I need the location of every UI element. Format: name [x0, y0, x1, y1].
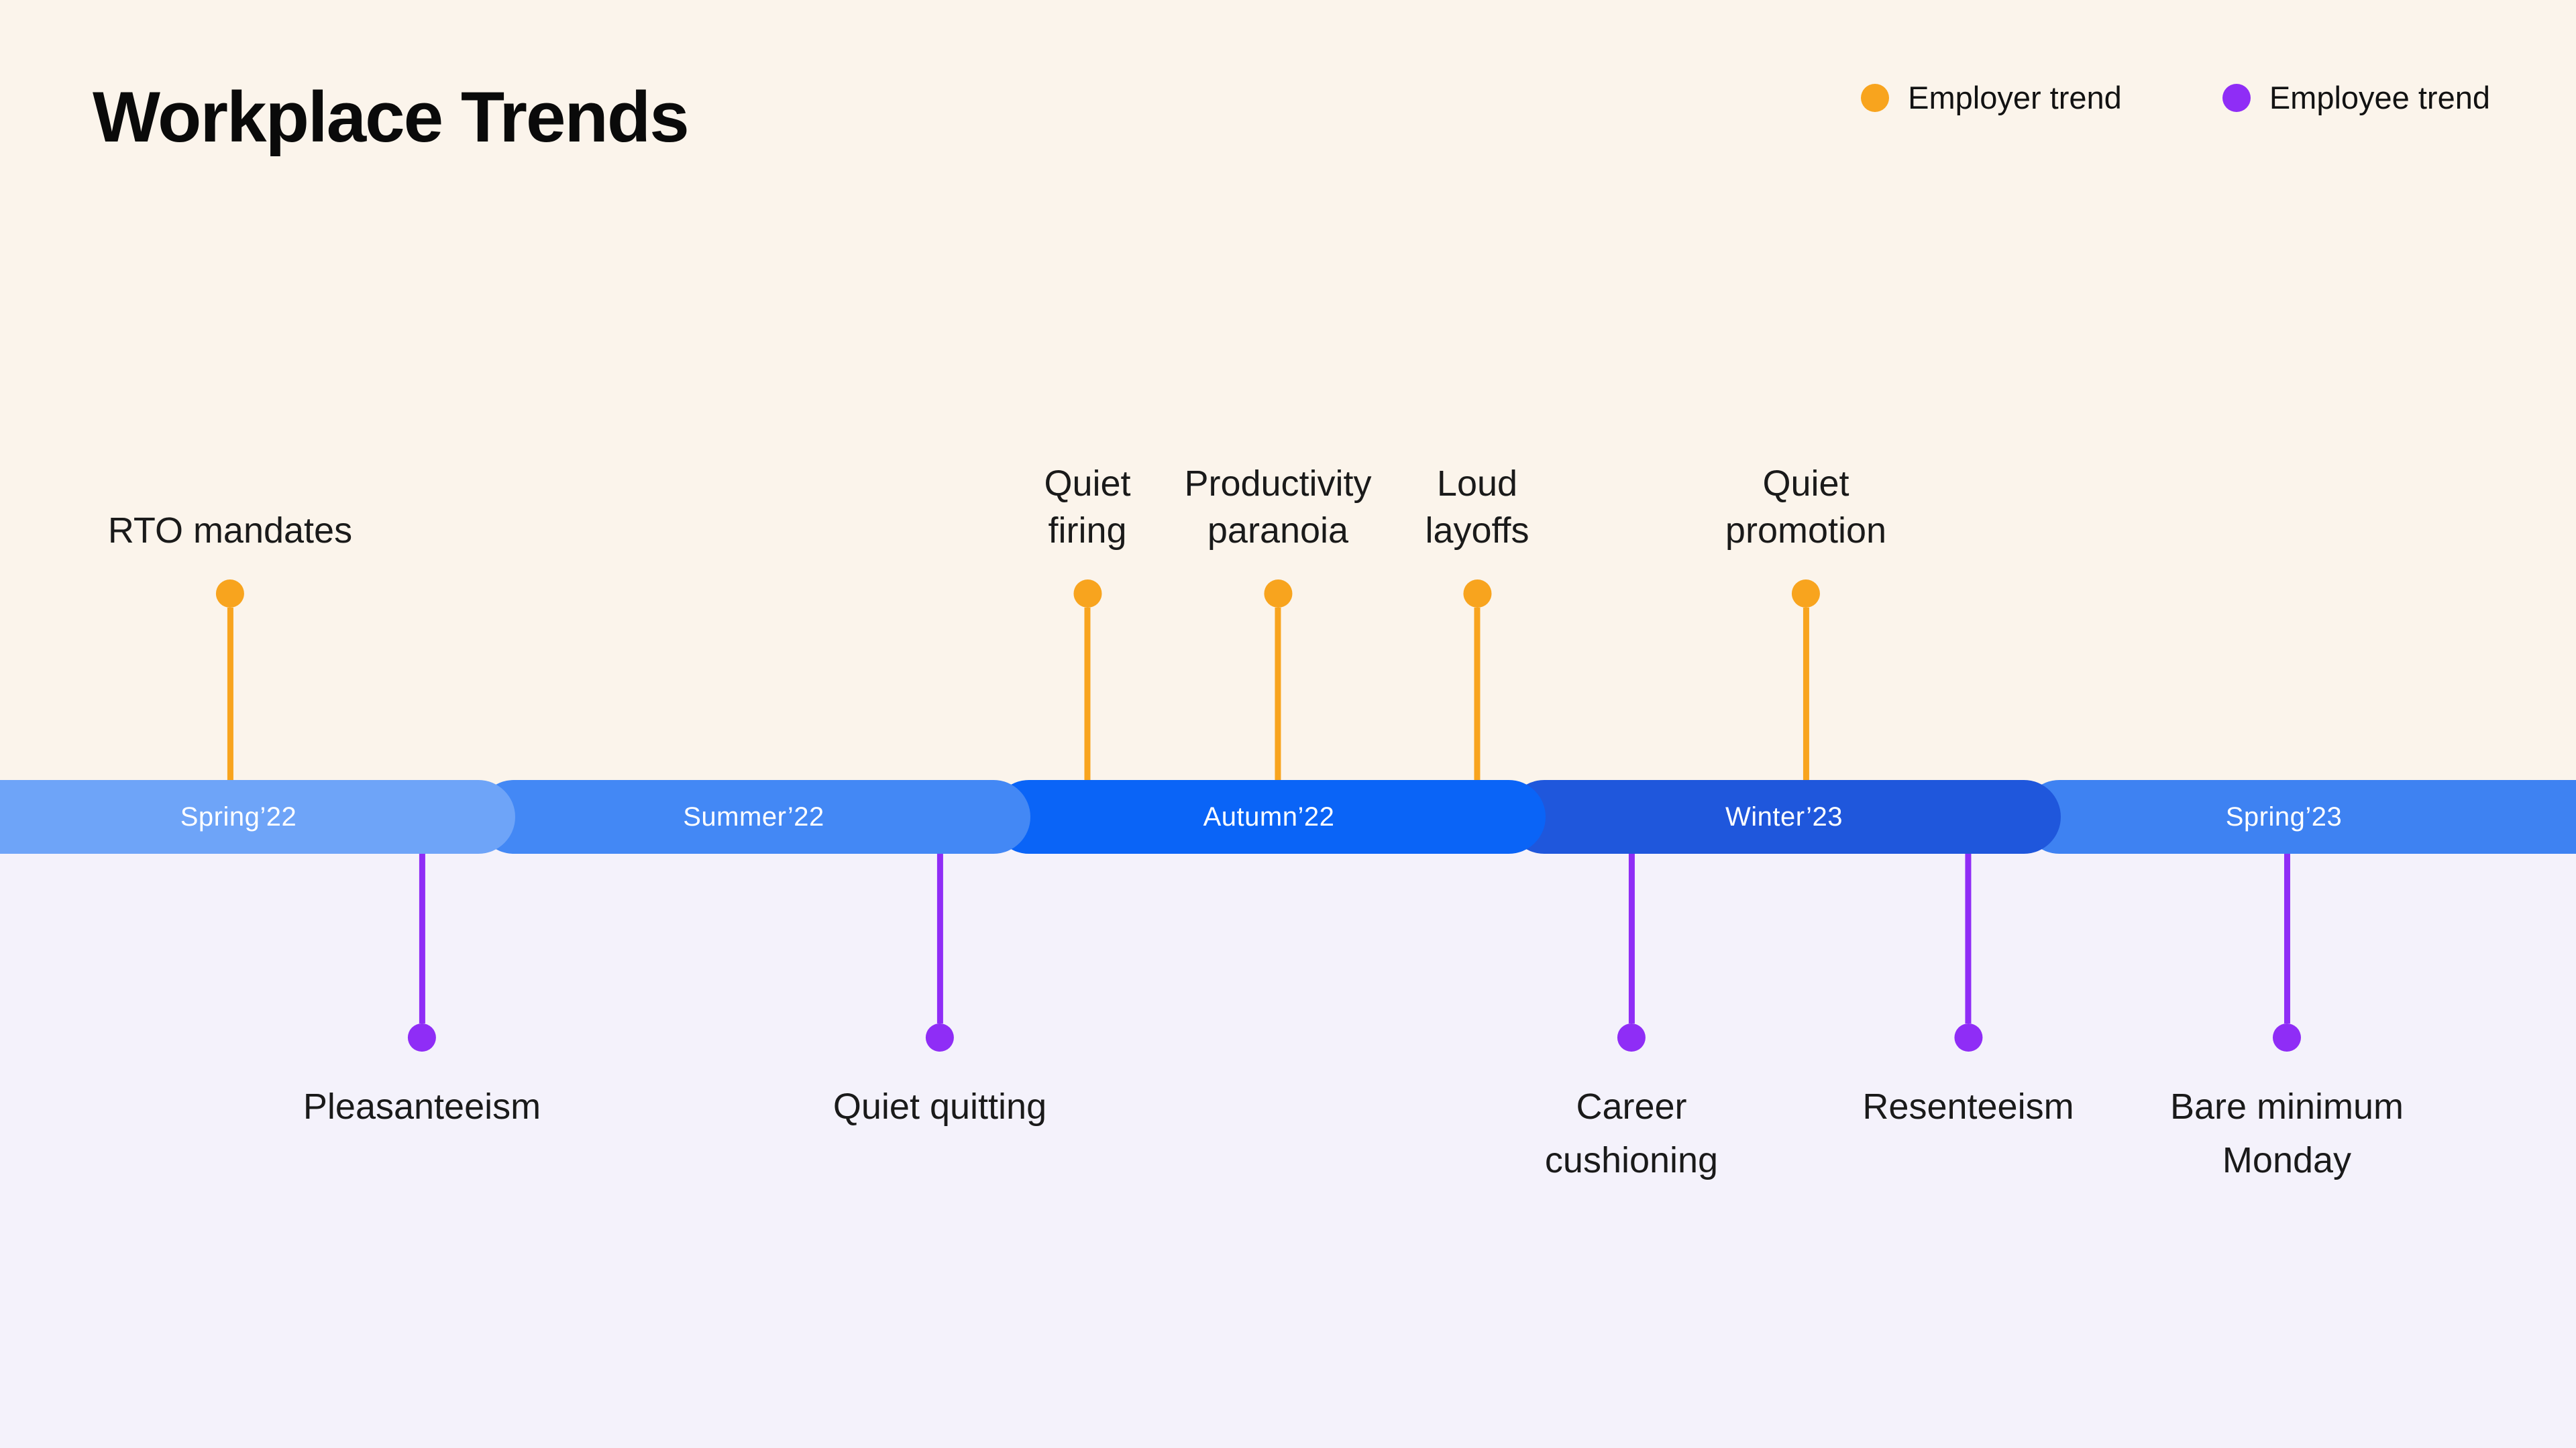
- legend-label-employee: Employee trend: [2269, 80, 2490, 115]
- timeline-segment-label: Summer’22: [683, 801, 824, 832]
- marker-label: Quiet firing: [1044, 463, 1131, 551]
- marker-quiet-promotion: Quiet promotion: [1725, 460, 1886, 780]
- marker-label: Resenteeism: [1862, 1087, 2074, 1127]
- timeline-segment-summer-22: Summer’22: [477, 780, 1030, 854]
- employee-marker-dot-icon: [2272, 1023, 2301, 1052]
- marker-label: Quiet promotion: [1725, 463, 1887, 551]
- marker-stem: [936, 854, 943, 1023]
- marker-productivity-paranoia: Productivity paranoia: [1184, 460, 1372, 780]
- employer-trend-dot-icon: [1861, 83, 1890, 112]
- marker-stem: [227, 608, 233, 780]
- background-top-cream: [0, 0, 2576, 817]
- employee-marker-dot-icon: [925, 1023, 954, 1052]
- marker-quiet-quitting: Quiet quitting: [833, 854, 1046, 1133]
- marker-label: Career cushioning: [1544, 1087, 1719, 1180]
- employee-marker-dot-icon: [407, 1023, 436, 1052]
- timeline-segment-label: Spring’23: [2225, 801, 2343, 832]
- marker-pleasanteeism: Pleasanteeism: [303, 854, 541, 1133]
- marker-stem: [1084, 608, 1091, 780]
- marker-stem: [1474, 608, 1481, 780]
- legend-label-employer: Employer trend: [1908, 80, 2122, 115]
- marker-stem: [1803, 608, 1809, 780]
- timeline-segment-spring-22: Spring’22: [0, 780, 515, 854]
- employer-marker-dot-icon: [216, 579, 244, 608]
- marker-rto-mandates: RTO mandates: [108, 507, 352, 780]
- marker-stem: [1628, 854, 1635, 1023]
- marker-career-cushioning: Career cushioning: [1545, 854, 1718, 1187]
- marker-stem: [2284, 854, 2290, 1023]
- marker-label: Productivity paranoia: [1184, 463, 1372, 551]
- employee-marker-dot-icon: [1953, 1023, 1982, 1052]
- marker-bare-minimum-monday: Bare minimum Monday: [2170, 854, 2404, 1187]
- marker-stem: [1965, 854, 1972, 1023]
- timeline-segment-winter-23: Winter’23: [1507, 780, 2061, 854]
- employee-trend-dot-icon: [2222, 83, 2251, 112]
- marker-quiet-firing: Quiet firing: [1044, 460, 1131, 780]
- marker-label: Pleasanteeism: [303, 1087, 541, 1127]
- employer-marker-dot-icon: [1791, 579, 1820, 608]
- legend: Employer trend Employee trend: [1861, 79, 2490, 116]
- timeline-segment-label: Winter’23: [1725, 801, 1843, 832]
- marker-label: Loud layoffs: [1425, 463, 1529, 551]
- marker-label: Quiet quitting: [833, 1087, 1047, 1127]
- timeline-segment-spring-23: Spring’23: [2023, 780, 2576, 854]
- legend-item-employee: Employee trend: [2222, 79, 2490, 116]
- timeline-segment-label: Spring’22: [180, 801, 297, 832]
- legend-item-employer: Employer trend: [1861, 79, 2122, 116]
- marker-label: RTO mandates: [107, 510, 353, 551]
- employer-marker-dot-icon: [1073, 579, 1102, 608]
- timeline-segment-label: Autumn’22: [1203, 801, 1335, 832]
- timeline-segment-autumn-22: Autumn’22: [992, 780, 1546, 854]
- employer-marker-dot-icon: [1463, 579, 1491, 608]
- employee-marker-dot-icon: [1617, 1023, 1646, 1052]
- employer-marker-dot-icon: [1263, 579, 1292, 608]
- marker-resenteeism: Resenteeism: [1862, 854, 2074, 1133]
- page-title: Workplace Trends: [93, 76, 690, 157]
- marker-stem: [1275, 608, 1281, 780]
- timeline-bar: Spring’22 Summer’22 Autumn’22 Winter’23 …: [0, 780, 2576, 854]
- marker-loud-layoffs: Loud layoffs: [1425, 460, 1529, 780]
- marker-stem: [419, 854, 425, 1023]
- marker-label: Bare minimum Monday: [2169, 1087, 2404, 1180]
